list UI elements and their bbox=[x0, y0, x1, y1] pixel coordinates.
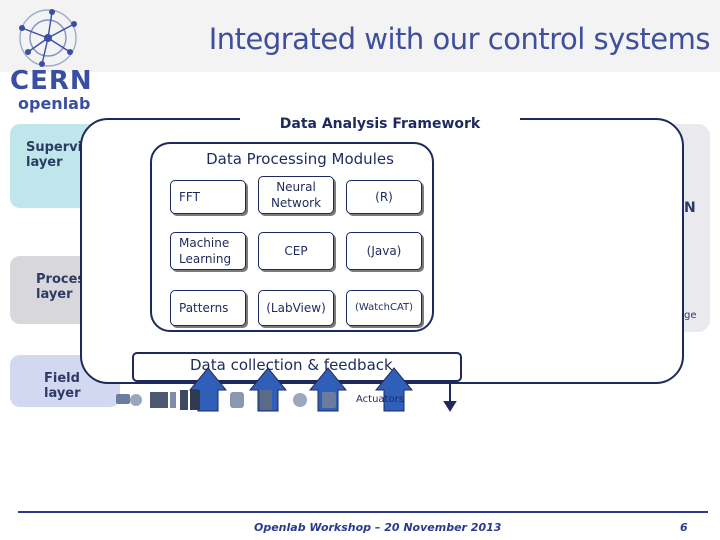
module-cep: CEP bbox=[258, 232, 334, 270]
module-fft-label: FFT bbox=[179, 190, 200, 204]
module-r: (R) bbox=[346, 180, 422, 214]
right-panel-fragment-top: N bbox=[684, 200, 696, 216]
cern-openlab-logo bbox=[19, 9, 77, 67]
module-watchcat: (WatchCAT) bbox=[346, 290, 422, 326]
slide-title: Integrated with our control systems bbox=[208, 22, 711, 56]
data-collection-label: Data collection & feedback bbox=[190, 356, 393, 374]
module-cep-label: CEP bbox=[284, 244, 308, 258]
process-layer-label: Proces layer bbox=[36, 272, 86, 302]
module-java: (Java) bbox=[346, 232, 422, 270]
module-r-label: (R) bbox=[375, 190, 393, 204]
module-machine-learning-label: Machine Learning bbox=[179, 236, 232, 266]
supervision-layer-label: Supervis layer bbox=[26, 140, 90, 170]
module-neural-network-label: Neural Network bbox=[270, 180, 322, 210]
framework-title: Data Analysis Framework bbox=[240, 116, 520, 132]
module-patterns: Patterns bbox=[170, 290, 246, 326]
field-layer-label: Field layer bbox=[44, 371, 81, 401]
logo-word: CERN bbox=[10, 66, 93, 96]
module-fft: FFT bbox=[170, 180, 246, 214]
module-java-label: (Java) bbox=[366, 244, 402, 258]
footer-rule bbox=[18, 511, 708, 513]
footer-text: Openlab Workshop – 20 November 2013 bbox=[254, 521, 502, 534]
actuators-label: Actuators bbox=[356, 394, 404, 405]
right-panel-fragment-bottom: ge bbox=[684, 310, 697, 321]
modules-title: Data Processing Modules bbox=[206, 150, 394, 168]
header-band bbox=[0, 0, 720, 72]
feedback-arrow-3 bbox=[308, 367, 348, 412]
module-neural-network: Neural Network bbox=[258, 176, 334, 214]
data-collection-bar bbox=[132, 352, 462, 382]
module-patterns-label: Patterns bbox=[179, 301, 229, 315]
logo-subtext: openlab bbox=[18, 94, 91, 113]
module-machine-learning: Machine Learning bbox=[170, 232, 246, 270]
page-number: 6 bbox=[680, 521, 688, 534]
actuator-arrowhead bbox=[443, 401, 457, 412]
module-labview-label: (LabView) bbox=[266, 301, 326, 315]
field-equipment-icons bbox=[116, 390, 336, 410]
module-labview: (LabView) bbox=[258, 290, 334, 326]
feedback-arrow-2 bbox=[248, 367, 288, 412]
feedback-arrow-4 bbox=[374, 367, 414, 412]
module-watchcat-label: (WatchCAT) bbox=[354, 302, 414, 313]
